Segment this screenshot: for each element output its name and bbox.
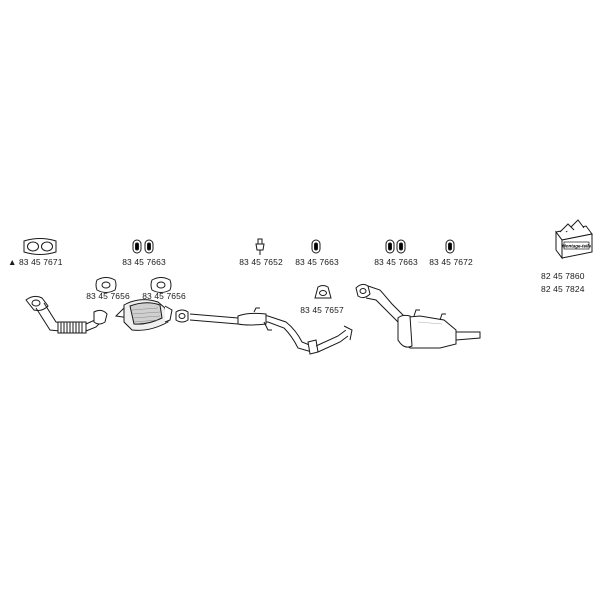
part-number-label: ▲ 83 45 7671 bbox=[8, 257, 63, 267]
mounting-kit-box[interactable]: Montage-teile bbox=[555, 219, 593, 260]
part-number-label: 83 45 7657 bbox=[300, 305, 344, 315]
rear-silencer[interactable] bbox=[355, 283, 481, 349]
middle-pipe[interactable] bbox=[189, 307, 353, 355]
part-number-label: 83 45 7652 bbox=[239, 257, 283, 267]
part-number-label: 83 45 7656 bbox=[86, 291, 130, 301]
mounting-bolt-icon[interactable] bbox=[255, 238, 265, 255]
rubber-hanger-icon[interactable] bbox=[132, 239, 154, 254]
part-number-label: 83 45 7656 bbox=[142, 291, 186, 301]
kit-part-number-1: 82 45 7860 bbox=[541, 271, 585, 281]
kit-box-label: Montage-teile bbox=[562, 244, 591, 249]
kit-part-number-2: 82 45 7824 bbox=[541, 284, 585, 294]
rear-rubber-hanger-icon[interactable] bbox=[445, 239, 455, 254]
catalytic-converter[interactable] bbox=[114, 299, 173, 331]
triangular-gasket-icon[interactable] bbox=[314, 285, 332, 299]
flange-gasket-icon[interactable] bbox=[150, 277, 172, 293]
rubber-hanger-pair-icon[interactable] bbox=[385, 239, 406, 254]
part-number-label: 83 45 7663 bbox=[295, 257, 339, 267]
rubber-ring-icon[interactable] bbox=[311, 239, 321, 254]
part-number-label: 83 45 7672 bbox=[429, 257, 473, 267]
connector-flange[interactable] bbox=[175, 309, 189, 323]
flange-gasket-icon[interactable] bbox=[95, 277, 117, 293]
part-number-label: 83 45 7663 bbox=[122, 257, 166, 267]
front-downpipe[interactable] bbox=[25, 295, 108, 334]
front-gasket-icon[interactable] bbox=[23, 238, 57, 255]
part-number-label: 83 45 7663 bbox=[374, 257, 418, 267]
warning-triangle-icon: ▲ bbox=[8, 257, 17, 267]
